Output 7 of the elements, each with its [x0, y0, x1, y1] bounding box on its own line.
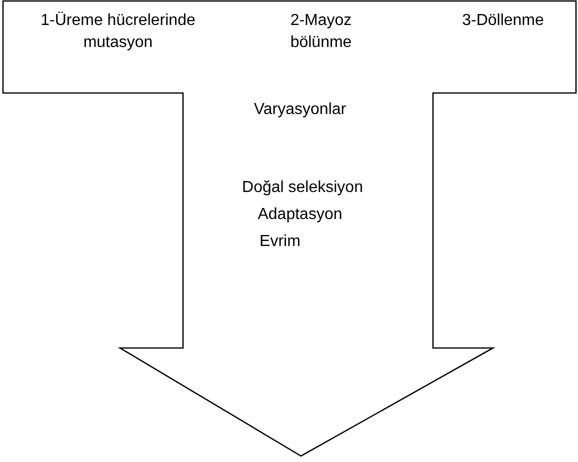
- factor-text: 3-Döllenme: [461, 11, 545, 31]
- factor-text: 2-Mayoz bölünme: [289, 11, 353, 53]
- factor-text: 1-Üreme hücrelerinde mutasyon: [40, 10, 196, 53]
- stage-text: Adaptasyon: [256, 205, 344, 225]
- stage-text: Doğal seleksiyon: [241, 178, 364, 198]
- stage-text: Evrim: [258, 232, 302, 252]
- stage-text: Varyasyonlar: [252, 100, 348, 120]
